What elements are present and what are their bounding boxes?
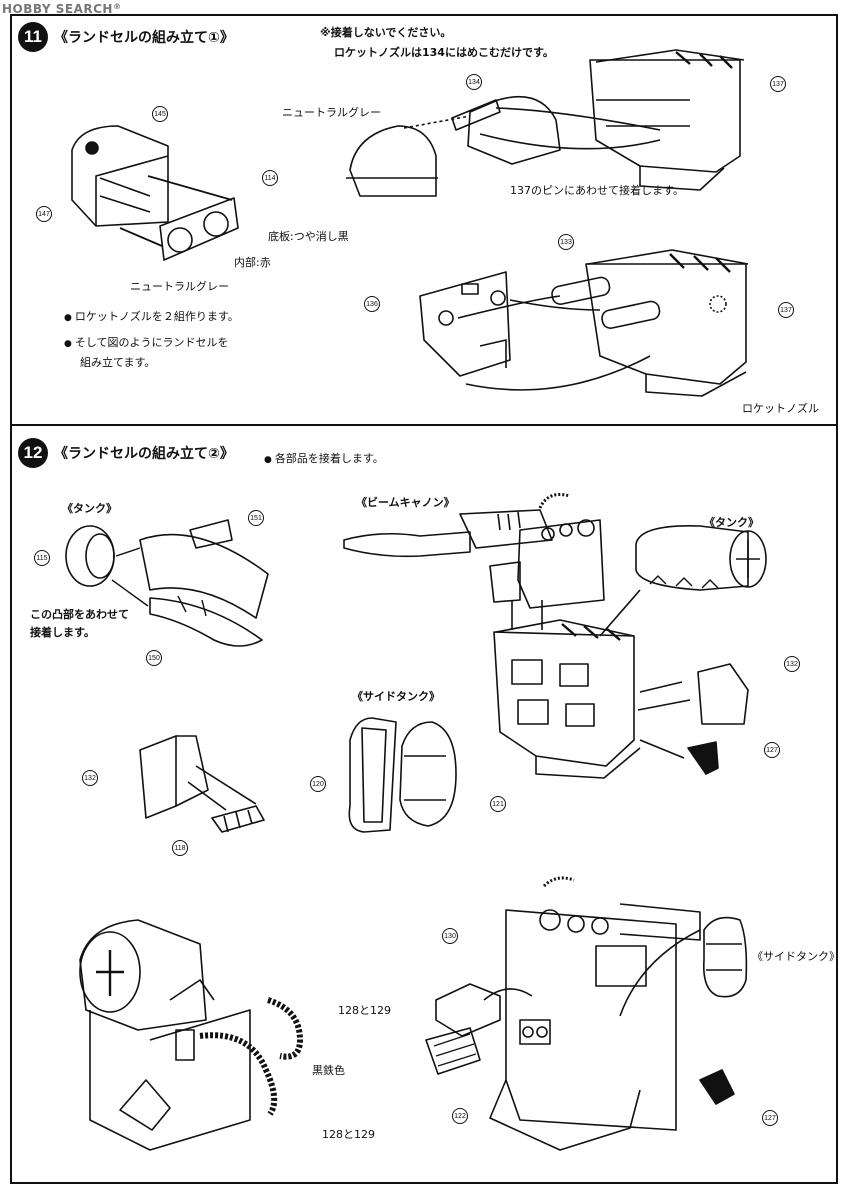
assembly-arrow (512, 590, 640, 636)
step-number: 12 (18, 438, 48, 468)
part-127-drawing (688, 742, 718, 774)
backpack-body-drawing (590, 50, 744, 190)
step-title: 《ランドセルの組み立て①》 (54, 30, 234, 46)
back-plate-drawing (420, 272, 510, 376)
part-number: 147 (36, 206, 52, 222)
instruction-item: そして図のようにランドセルを (64, 334, 229, 350)
side-panel-drawing (638, 664, 748, 724)
page-frame (10, 14, 838, 1184)
hose-drawing (200, 1000, 300, 1114)
label-notch-align: 接着します。 (30, 626, 95, 639)
part-number: 114 (262, 170, 278, 186)
assembled-backpack-drawing (80, 920, 250, 1150)
step-title: 《ランドセルの組み立て②》 (54, 446, 234, 462)
part-number: 137 (770, 76, 786, 92)
nozzle-plate-drawing (120, 176, 238, 260)
section-divider (10, 424, 838, 426)
label-part-pair: 128と129 (338, 1004, 391, 1017)
part-number: 132 (82, 770, 98, 786)
label-pin-align: 137のピンにあわせて接着します。 (510, 184, 684, 197)
part-130-drawing (426, 984, 532, 1074)
assembly-arrow (484, 989, 532, 1000)
note-no-glue: ※接着しないでください。 (320, 26, 452, 39)
part-number: 120 (310, 776, 326, 792)
label-part-pair: 128と129 (322, 1128, 375, 1141)
part-number: 134 (466, 74, 482, 90)
watermark: HOBBY SEARCH® (2, 2, 122, 16)
beam-cannon-drawing (344, 495, 604, 609)
part-number: 145 (152, 106, 168, 122)
instruction-item: 各部品を接着します。 (264, 450, 384, 466)
label-neutral-gray: ニュートラルグレー (282, 106, 381, 119)
part-number: 130 (442, 928, 458, 944)
side-tank-drawing (349, 718, 456, 832)
label-side-tank: 《サイドタンク》 (352, 690, 440, 703)
nozzle-housing-drawing (72, 126, 168, 226)
assembly-arrow (640, 740, 684, 758)
part-number: 136 (364, 296, 380, 312)
label-rocket-nozzle: ロケットノズル (742, 402, 819, 415)
step-12-header: 12 《ランドセルの組み立て②》 (18, 438, 234, 468)
backpack-body-drawing (586, 250, 748, 396)
instruction-item-cont: 組み立てます。 (80, 356, 156, 369)
part-number: 150 (146, 650, 162, 666)
assembly-arrow (458, 296, 650, 390)
part-number: 151 (248, 510, 264, 526)
finished-backpack-drawing (490, 878, 700, 1150)
label-side-tank: 《サイドタンク》 (752, 950, 840, 963)
label-interior: 内部:赤 (234, 256, 271, 269)
instruction-item: ロケットノズルを２組作ります。 (64, 308, 239, 324)
side-panel-drawing (140, 736, 264, 832)
step-number: 11 (18, 22, 48, 52)
label-neutral-gray: ニュートラルグレー (130, 280, 229, 293)
rocket-nozzle-drawing (452, 97, 560, 164)
part-number: 127 (762, 1110, 778, 1126)
note-nozzle-fit: ロケットノズルは134にはめこむだけです。 (334, 46, 554, 59)
label-beam-cannon: 《ビームキャノン》 (356, 496, 455, 509)
tank-drawing (66, 520, 268, 646)
part-number: 121 (490, 796, 506, 812)
label-tank: 《タンク》 (704, 516, 759, 529)
part-number: 137 (778, 302, 794, 318)
assembly-arrow (480, 108, 660, 149)
label-iron-black: 黒鉄色 (312, 1064, 345, 1077)
assembly-arrow (638, 682, 690, 710)
label-tank: 《タンク》 (62, 502, 117, 515)
assembly-arrow (620, 930, 700, 1016)
part-number: 118 (172, 840, 188, 856)
side-tank-drawing (620, 918, 746, 1016)
tank-drawing (636, 526, 766, 590)
label-base-plate: 底板:つや消し黒 (268, 230, 349, 243)
nozzle-cap-drawing (346, 116, 470, 196)
part-number: 132 (784, 656, 800, 672)
part-number: 115 (34, 550, 50, 566)
part-number: 122 (452, 1108, 468, 1124)
assembly-arrow (188, 766, 256, 810)
step-11-header: 11 《ランドセルの組み立て①》 (18, 22, 234, 52)
backpack-body-drawing (494, 590, 640, 778)
part-number: 127 (764, 742, 780, 758)
part-127-drawing (700, 1070, 734, 1104)
part-number: 133 (558, 234, 574, 250)
label-notch-align: この凸部をあわせて (30, 608, 129, 621)
